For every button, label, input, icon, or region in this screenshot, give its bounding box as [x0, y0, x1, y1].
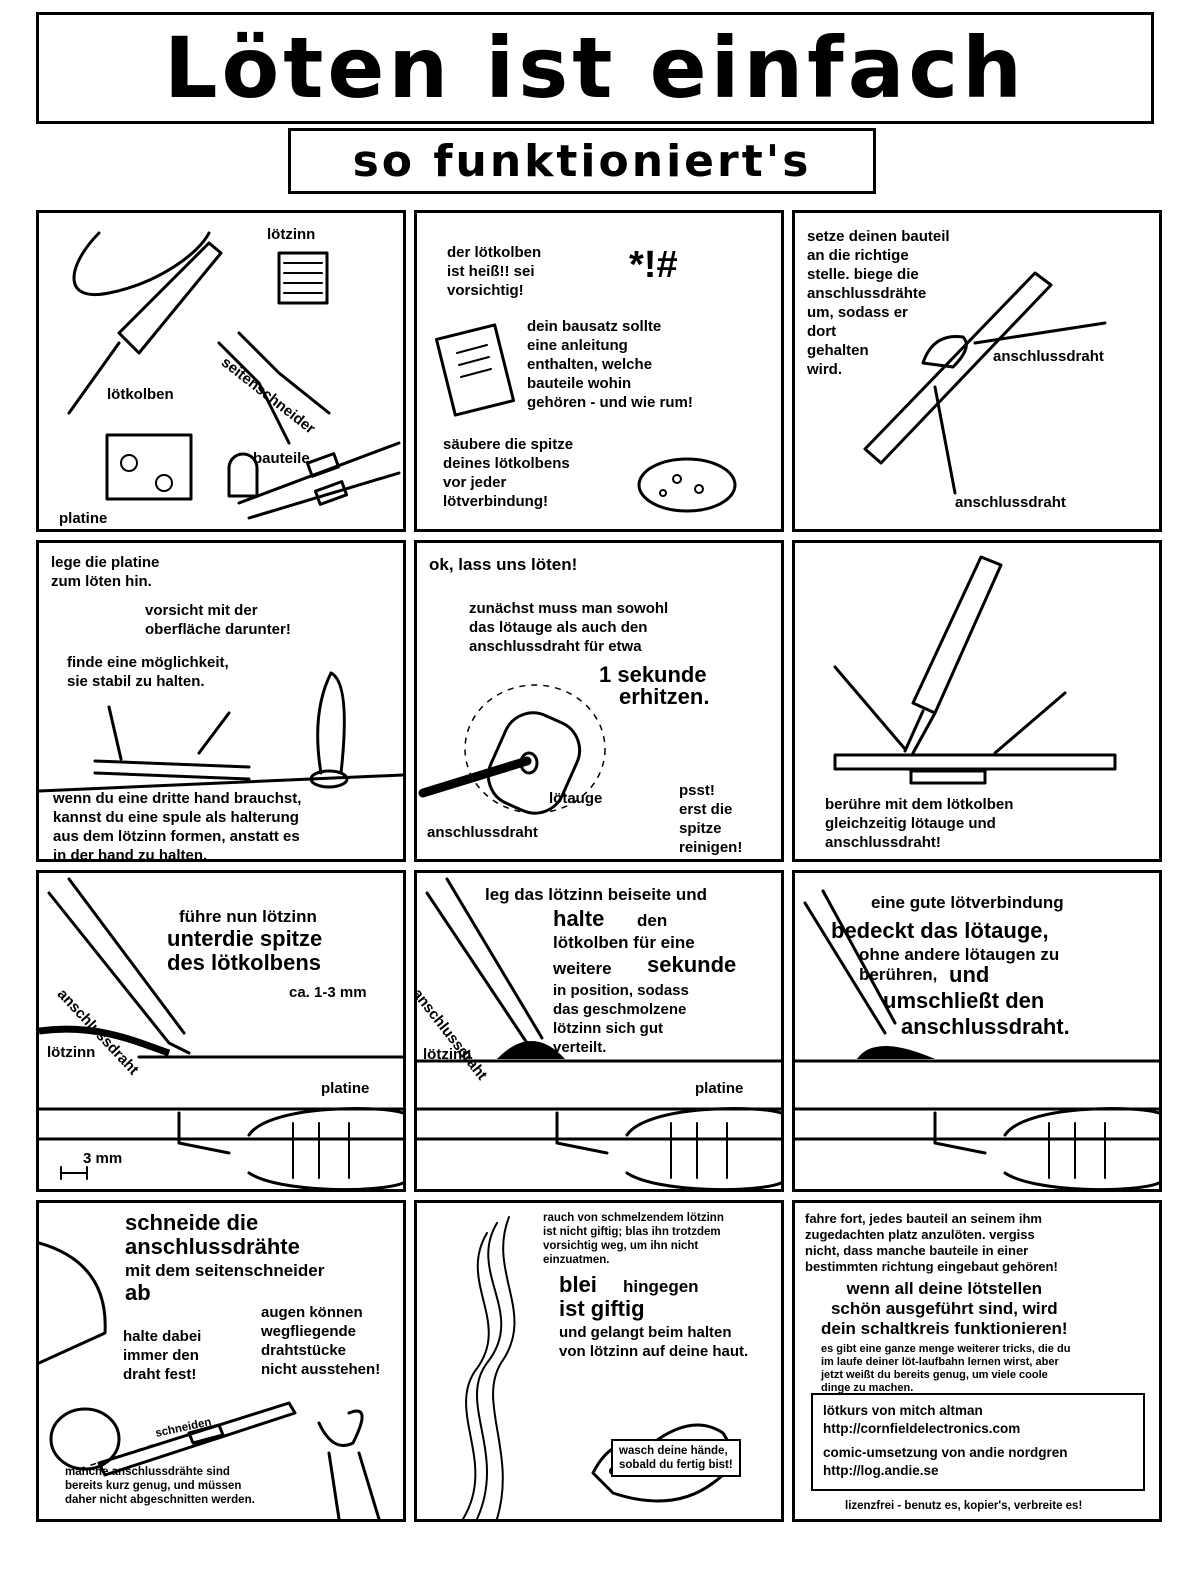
panel-good-joint: Eine gute Lötverbindung bedeckt das Löta…: [792, 870, 1162, 1192]
credit-comic: Comic-Umsetzung von Andie Nordgren: [823, 1445, 1068, 1460]
hold-platine: Platine: [695, 1080, 744, 1097]
label-platine: Platine: [59, 510, 108, 527]
panel-finish: Fahre fort, jedes Bauteil an seinem ihmz…: [792, 1200, 1162, 1522]
hold-line-3: Lötkolben für eine: [553, 933, 695, 952]
subtitle-box: so funktioniert's: [288, 128, 876, 194]
prepare-illustration: [39, 671, 403, 793]
lead-label-1: Anschlussdraht: [993, 348, 1104, 365]
panel-safety: Der Lötkolbenist heiß!! Seivorsichtig! *…: [414, 210, 784, 532]
feed-line-1: Führe nun Lötzinn: [179, 907, 317, 926]
feed-platine: Platine: [321, 1080, 370, 1097]
good-joint-illustration: [795, 889, 1159, 1189]
cut-h3: mit dem Seitenschneider: [125, 1261, 325, 1280]
good-line-5: Anschlussdraht.: [901, 1014, 1070, 1039]
touch-illustration: [833, 555, 1117, 785]
psst-text: PSST!Erst dieSpitzereinigen!: [679, 782, 743, 856]
lead-label-2: Anschlussdraht: [955, 494, 1066, 511]
seconds-2: erhitzen.: [619, 684, 710, 709]
panel-place: Setze deinen Bauteilan die richtigeStell…: [792, 210, 1162, 532]
touch-text: Berühre mit dem Lötkolbengleichzeitig Lö…: [825, 796, 1014, 851]
good-line-3b: und: [949, 962, 990, 987]
place-text: Setze deinen Bauteilan die richtigeStell…: [807, 228, 950, 378]
find-text: Finde eine Möglichkeit,sie stabil zu hal…: [67, 654, 229, 690]
label-loetauge: Lötauge: [549, 790, 603, 807]
panel-heat: OK, lass uns löten! Zunächst muss man so…: [414, 540, 784, 862]
hold-loetzinn: Lötzinn: [423, 1046, 472, 1063]
done-text: Wenn all deine Lötstellenschön ausgeführ…: [821, 1279, 1068, 1338]
heat-illustration: [418, 684, 606, 815]
hold-line-1: Leg das Lötzinn beiseite und: [485, 885, 707, 904]
good-line-1: Eine gute Lötverbindung: [871, 893, 1064, 912]
good-line-2: bedeckt das Lötauge,: [831, 918, 1049, 943]
feed-loetzinn: Lötzinn: [47, 1044, 96, 1061]
hold-line-2b: den: [637, 911, 668, 930]
cut-h4: ab: [125, 1280, 151, 1305]
place-illustration: [863, 271, 1107, 495]
title-box: Löten ist einfach: [36, 12, 1154, 124]
cut-h2: Anschlussdrähte: [125, 1234, 300, 1259]
label-anschlussdraht: Anschlussdraht: [427, 824, 538, 841]
safety-illustration: [434, 323, 737, 513]
careful-text: Vorsicht mit derOberfläche darunter!: [145, 602, 291, 638]
feed-mm: ca. 1-3 mm: [289, 984, 367, 1001]
lead-line-1b: hingegen: [623, 1277, 699, 1296]
label-bauteile: Bauteile: [253, 450, 310, 467]
credits-box: Lötkurs von Mitch Altman http://cornfiel…: [811, 1393, 1145, 1491]
credit-url-2[interactable]: http://log.andie.se: [823, 1463, 939, 1478]
lay-text: Lege die Platinezum Löten hin.: [51, 554, 160, 590]
panel-tools: Lötzinn Lötkolben Seitenschneider Bautei…: [36, 210, 406, 532]
label-loetkolben: Lötkolben: [107, 386, 174, 403]
lead-line-1: Blei: [559, 1272, 597, 1297]
hold-line-4: weitere: [553, 959, 612, 978]
wash-box: Wasch deine Hände,sobald du fertig bist!: [611, 1439, 741, 1477]
page-title: Löten ist einfach: [164, 19, 1026, 117]
tricks-text: Es gibt eine ganze Menge weiterer Tricks…: [821, 1343, 1071, 1394]
lead-illustration: [462, 1216, 733, 1519]
panel-cut: Schneide die Anschlussdrähte mit dem Sei…: [36, 1200, 406, 1522]
tools-illustration: [67, 231, 401, 520]
skin-text: und gelangt beim Haltenvon Lötzinn auf d…: [559, 1324, 749, 1360]
third-hand-text: Wenn du eine dritte Hand brauchst,kannst…: [53, 790, 302, 862]
panel-feed: Anschlussdraht Führe nun Lötzinn unterdi…: [36, 870, 406, 1192]
hold-line-4b: Sekunde: [647, 952, 737, 977]
continue-text: Fahre fort, jedes Bauteil an seinem ihmz…: [805, 1211, 1058, 1274]
ok-text: OK, lass uns löten!: [429, 555, 578, 574]
feed-line-3: des Lötkolbens: [167, 950, 322, 975]
cut-illustration: [39, 1241, 381, 1519]
panel-prepare: Lege die Platinezum Löten hin. Vorsicht …: [36, 540, 406, 862]
good-line-4: umschließt den: [883, 988, 1045, 1013]
page-subtitle: so funktioniert's: [352, 135, 812, 187]
lead-line-2: ist giftig: [559, 1296, 645, 1321]
seconds-1: 1 Sekunde: [599, 662, 707, 687]
panel-hold: Anschlussdraht Leg das Lötzinn beiseite …: [414, 870, 784, 1192]
cut-eyes: Augen könnenwegfliegendeDrahtstückenicht…: [261, 1304, 381, 1378]
smoke-text: Rauch von schmelzendem Lötzinnist nicht …: [543, 1212, 724, 1266]
exclaim-symbols: *!#: [629, 244, 678, 286]
label-loetzinn: Lötzinn: [267, 226, 316, 243]
credit-url-1[interactable]: http://cornfieldelectronics.com: [823, 1421, 1021, 1436]
hold-line-2: halte: [553, 906, 605, 931]
credit-course: Lötkurs von Mitch Altman: [823, 1403, 983, 1418]
feed-scale: 3 mm: [83, 1150, 123, 1167]
feed-line-2: unterdie Spitze: [167, 926, 323, 951]
license-text: Lizenzfrei - benutz es, kopier's, verbre…: [845, 1500, 1083, 1512]
hot-text: Der Lötkolbenist heiß!! Seivorsichtig!: [447, 244, 542, 299]
panel-touch: Berühre mit dem Lötkolbengleichzeitig Lö…: [792, 540, 1162, 862]
hold-illustration: [417, 877, 781, 1189]
clean-text: Säubere die Spitzedeines Lötkolbensvor j…: [443, 436, 574, 510]
feed-illustration: [39, 877, 403, 1189]
panel-lead: Rauch von schmelzendem Lötzinnist nicht …: [414, 1200, 784, 1522]
cut-h1: Schneide die: [125, 1210, 259, 1235]
